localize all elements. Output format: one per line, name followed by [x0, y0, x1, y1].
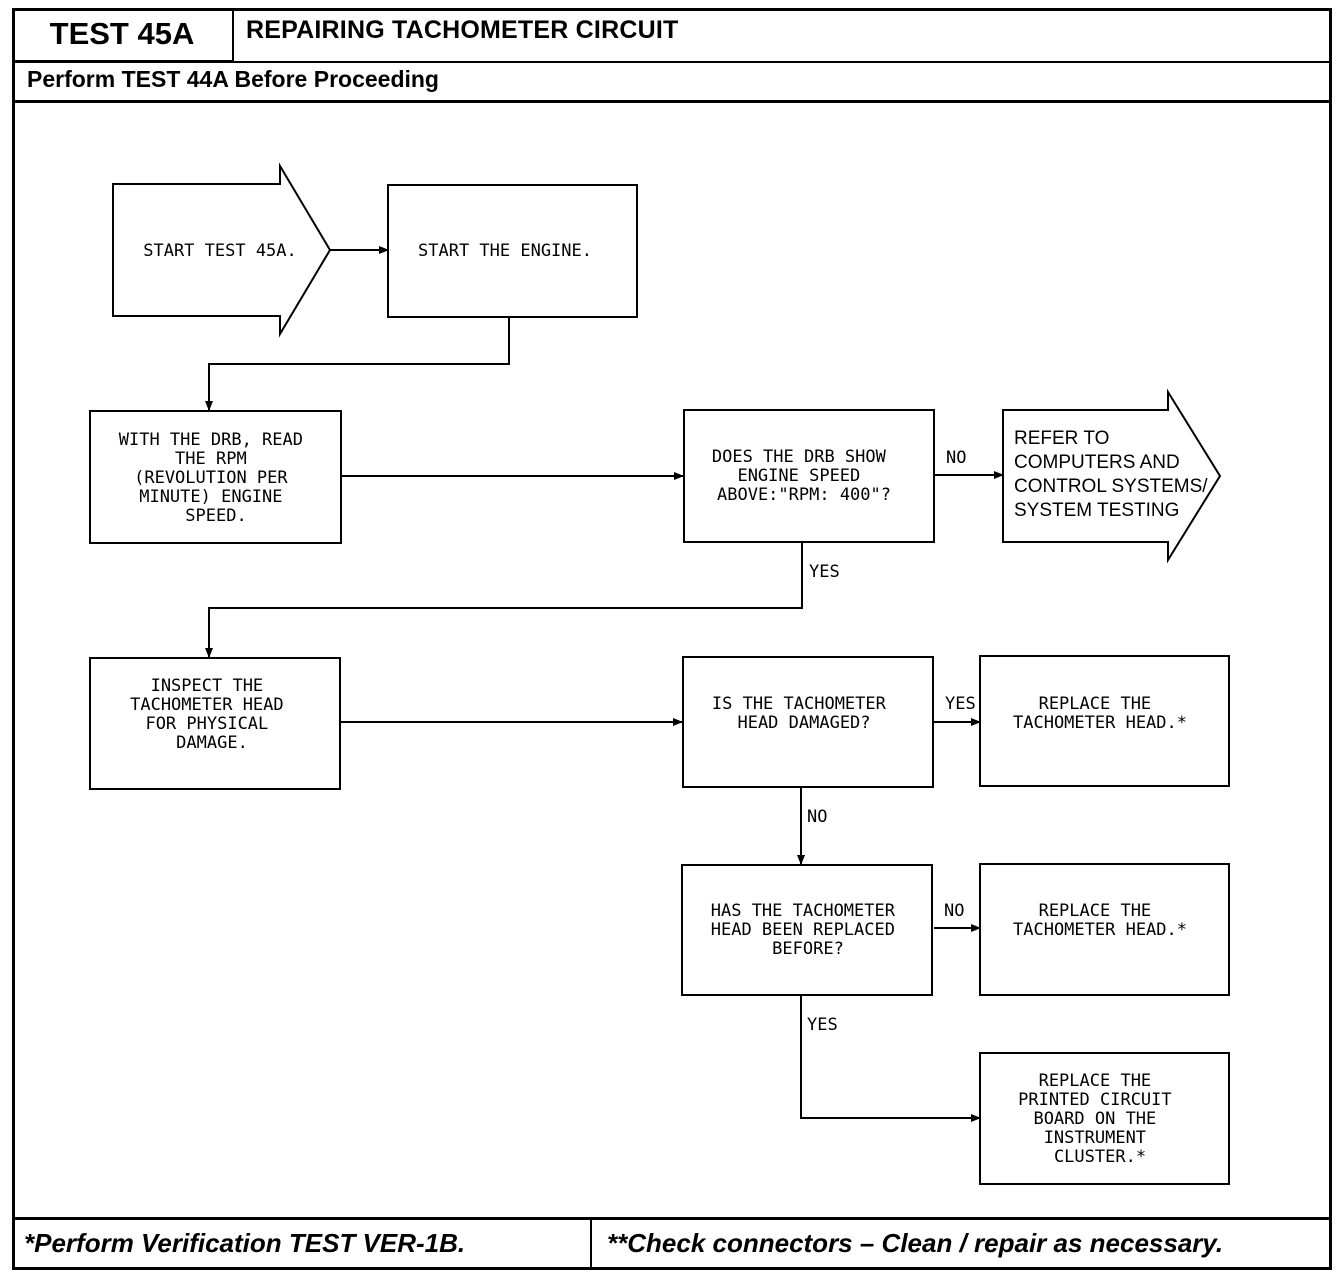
damaged-question-box	[682, 656, 934, 788]
start-engine-line: START THE ENGINE.	[418, 241, 592, 261]
damaged-question-text: IS THE TACHOMETER HEAD DAMAGED?	[712, 694, 896, 733]
damaged-question-line: HEAD DAMAGED?	[737, 713, 870, 733]
replace-head-2-text: REPLACE THE TACHOMETER HEAD.*	[1013, 901, 1187, 940]
edge-label-replaced-no: NO	[944, 901, 964, 921]
refer-text: REFER TO COMPUTERS AND CONTROL SYSTEMS/ …	[1014, 428, 1213, 521]
replaced-question-line: BEFORE?	[772, 939, 844, 959]
page-frame	[12, 8, 1332, 1270]
inspect-line: FOR PHYSICAL	[145, 714, 268, 734]
start-line: START TEST 45A.	[143, 241, 297, 261]
edge-label-damaged-no: NO	[807, 807, 827, 827]
refer-line: COMPUTERS AND	[1014, 452, 1180, 473]
start-engine-box	[387, 184, 638, 318]
replaced-question-text: HAS THE TACHOMETER HEAD BEEN REPLACED BE…	[711, 901, 905, 959]
replace-head-2-box	[979, 863, 1230, 996]
prerequisite-divider	[12, 100, 1332, 103]
replace-head-1-line: REPLACE THE	[1039, 694, 1152, 714]
damaged-question-line: IS THE TACHOMETER	[712, 694, 887, 714]
read-rpm-line: MINUTE) ENGINE	[139, 487, 282, 507]
prerequisite-note: Perform TEST 44A Before Proceeding	[27, 66, 439, 92]
replaced-question-line: HEAD BEEN REPLACED	[711, 920, 895, 940]
edge-question-yes	[205, 542, 803, 658]
footer-verification-note: *Perform Verification TEST VER-1B.	[24, 1228, 466, 1258]
refer-line: CONTROL SYSTEMS/	[1014, 476, 1208, 497]
drb-question-box	[683, 409, 935, 543]
test-title: REPAIRING TACHOMETER CIRCUIT	[246, 16, 679, 44]
drb-question-line: DOES THE DRB SHOW	[712, 447, 887, 467]
edge-label-drb-no: NO	[946, 448, 966, 468]
replace-head-1-line: TACHOMETER HEAD.*	[1013, 713, 1187, 733]
start-arrow-shape	[112, 162, 332, 338]
replace-head-2-line: TACHOMETER HEAD.*	[1013, 920, 1187, 940]
replace-board-line: REPLACE THE	[1039, 1071, 1152, 1091]
edge-replaced-yes	[800, 996, 981, 1122]
footer-column-divider	[590, 1219, 592, 1270]
replace-head-1-text: REPLACE THE TACHOMETER HEAD.*	[1013, 694, 1187, 733]
replaced-question-line: HAS THE TACHOMETER	[711, 901, 896, 921]
replace-head-2-line: REPLACE THE	[1039, 901, 1152, 921]
refer-line: SYSTEM TESTING	[1014, 500, 1179, 521]
inspect-line: INSPECT THE	[151, 676, 264, 696]
read-rpm-line: WITH THE DRB, READ	[119, 430, 303, 450]
read-rpm-line: THE RPM	[175, 449, 247, 469]
refer-line: REFER TO	[1014, 428, 1109, 449]
read-rpm-box	[89, 410, 342, 544]
drb-question-text: DOES THE DRB SHOW ENGINE SPEED ABOVE:"RP…	[712, 447, 896, 505]
header-divider	[12, 61, 1332, 63]
inspect-line: TACHOMETER HEAD	[130, 695, 284, 715]
footer-divider	[12, 1217, 1332, 1220]
footer-connectors-note: **Check connectors – Clean / repair as n…	[607, 1228, 1224, 1258]
inspect-box	[89, 657, 341, 790]
read-rpm-line: SPEED.	[185, 506, 246, 526]
replaced-question-box	[681, 864, 933, 996]
drb-question-line: ABOVE:"RPM: 400"?	[717, 485, 891, 505]
inspect-text: INSPECT THE TACHOMETER HEAD FOR PHYSICAL…	[130, 676, 294, 753]
inspect-line: DAMAGE.	[176, 733, 248, 753]
replace-head-1-box	[979, 655, 1230, 787]
read-rpm-text: WITH THE DRB, READ THE RPM (REVOLUTION P…	[119, 430, 313, 526]
edge-label-drb-yes: YES	[809, 562, 840, 582]
replace-board-box	[979, 1052, 1230, 1185]
edge-label-damaged-yes: YES	[945, 694, 976, 714]
edge-engine-to-read	[205, 318, 510, 411]
start-engine-text: START THE ENGINE.	[418, 241, 592, 261]
replace-board-line: INSTRUMENT	[1044, 1128, 1146, 1148]
replace-board-line: BOARD ON THE	[1033, 1109, 1156, 1129]
read-rpm-line: (REVOLUTION PER	[134, 468, 288, 488]
edge-label-replaced-yes: YES	[807, 1015, 838, 1035]
replace-board-line: CLUSTER.*	[1054, 1147, 1146, 1167]
start-text: START TEST 45A.	[143, 241, 297, 261]
replace-board-text: REPLACE THE PRINTED CIRCUIT BOARD ON THE…	[1018, 1071, 1182, 1167]
replace-board-line: PRINTED CIRCUIT	[1018, 1090, 1172, 1110]
drb-question-line: ENGINE SPEED	[737, 466, 860, 486]
refer-arrow-shape	[1002, 388, 1222, 564]
